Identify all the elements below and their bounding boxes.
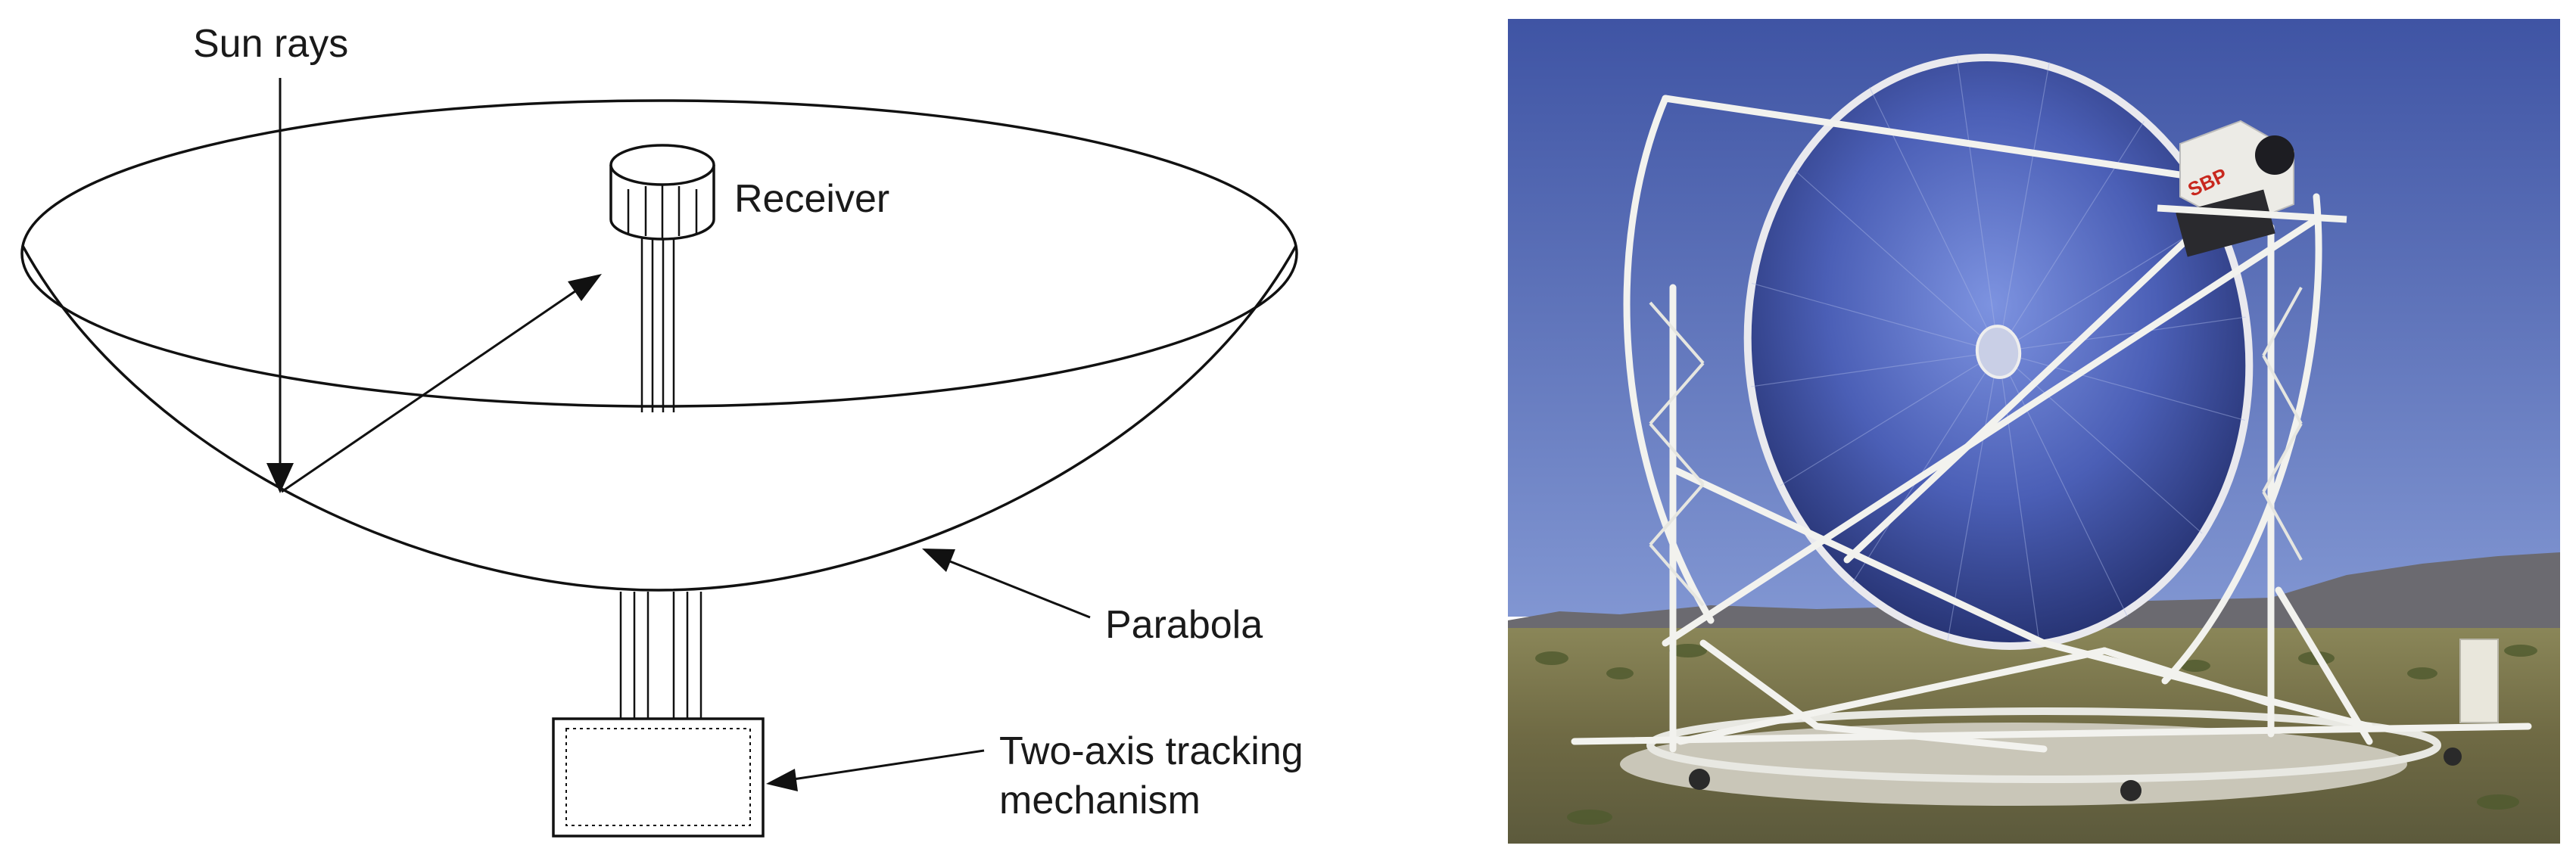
- sun-ray-arrowhead: [266, 463, 294, 493]
- photo-wheels: [1689, 748, 2462, 801]
- tracking-pointer-line: [793, 749, 985, 781]
- parabola-pointer-line: [945, 558, 1091, 619]
- reflected-ray-arrowhead: [568, 274, 602, 301]
- parabola-pointer-arrowhead: [922, 549, 955, 572]
- label-tracking-line1: Two-axis tracking: [999, 729, 1304, 773]
- photo-lattice: [1649, 287, 2303, 607]
- tracking-pointer-arrowhead: [766, 769, 798, 791]
- pedestal-struts: [619, 592, 702, 719]
- photo-shrubs: [1535, 644, 2537, 825]
- label-sun-rays: Sun rays: [193, 22, 348, 66]
- photo-rail-ring: [1646, 707, 2441, 783]
- photo-concrete-pad: [1620, 723, 2407, 806]
- label-receiver: Receiver: [734, 177, 889, 221]
- photo-receiver-unit: SBP: [2157, 120, 2347, 257]
- label-parabola: Parabola: [1105, 603, 1263, 647]
- schematic-diagram: Sun rays Receiver Parabola Two-axis trac…: [20, 22, 1304, 838]
- parabola-bowl: [21, 245, 1297, 592]
- receiver-support-struts: [640, 235, 675, 412]
- label-tracking-line2: mechanism: [999, 779, 1201, 822]
- photo-control-cabinet: [2459, 639, 2499, 723]
- photo-support-frame: [1571, 95, 2532, 753]
- tracking-mechanism-box: [552, 717, 765, 838]
- receiver: [609, 144, 715, 241]
- parabola-rim: [20, 99, 1298, 408]
- dish-photograph: SBP: [1508, 19, 2560, 844]
- photo-mirror-dish: [1743, 54, 2254, 650]
- reflected-ray: [281, 284, 584, 493]
